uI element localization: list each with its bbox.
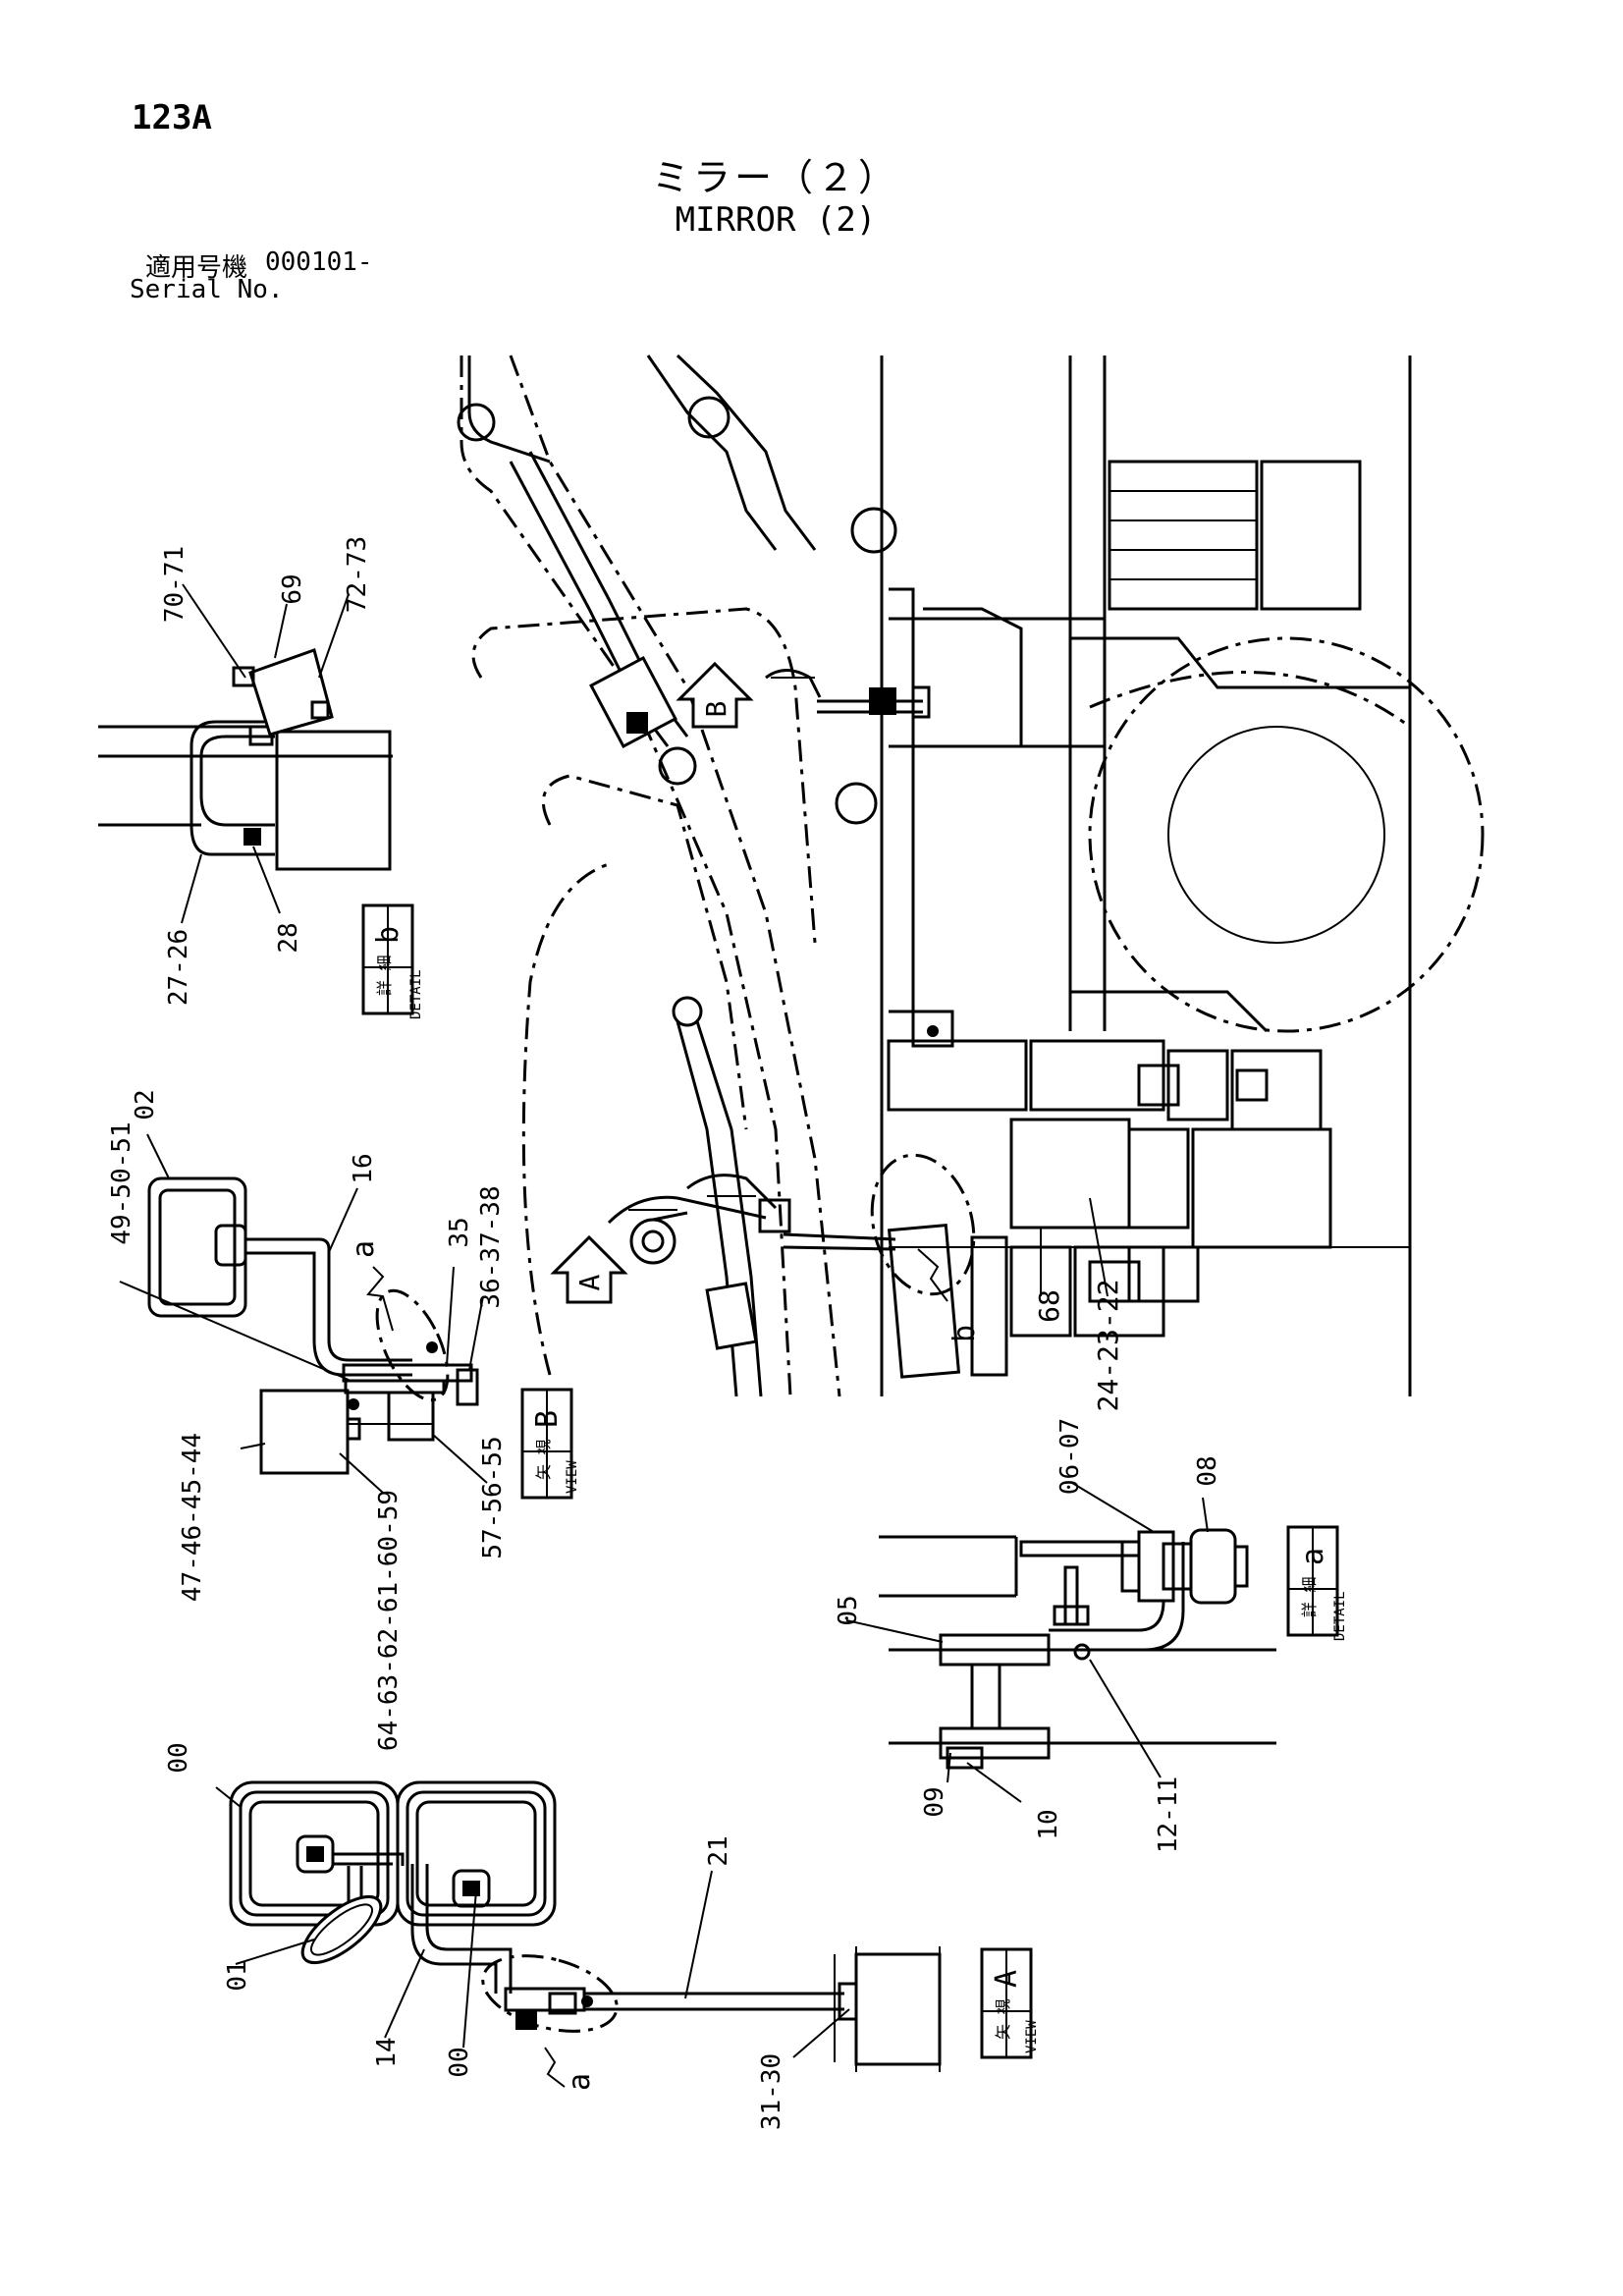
leader-14 — [384, 1948, 425, 2039]
callout-08: 08 — [1193, 1455, 1222, 1486]
page-title-jp: ミラー（２） — [651, 156, 899, 199]
callout-69: 69 — [278, 574, 307, 604]
leader-27-26 — [181, 853, 202, 924]
callout-36-37-38: 36-37-38 — [476, 1185, 506, 1308]
leader-b-main-letter: b — [947, 1325, 982, 1342]
callout-16: 16 — [349, 1153, 378, 1183]
leader-47-46-45-44 — [240, 1443, 266, 1449]
view-a-en: VIEW — [1024, 2020, 1040, 2053]
detail-a-jp: 詳 細 — [1300, 1576, 1319, 1617]
leader-08 — [1202, 1497, 1209, 1533]
callout-49-50-51: 49-50-51 — [107, 1121, 136, 1244]
label-box-view-a: 矢 視 VIEW A — [980, 1947, 1040, 2059]
detail-a-drawing — [879, 1528, 1276, 1770]
view-b-en: VIEW — [565, 1460, 580, 1494]
detail-b-jp: 詳 細 — [375, 955, 394, 996]
leader-line-b — [917, 1248, 948, 1302]
view-b-drawing — [147, 1176, 479, 1475]
leader-09 — [947, 1752, 951, 1783]
callout-14: 14 — [372, 2037, 402, 2067]
view-arrow-b: B — [676, 661, 754, 729]
view-a-jp: 矢 視 — [994, 1998, 1012, 2040]
leader-24-23-22 — [1089, 1197, 1109, 1297]
leader-35 — [446, 1266, 455, 1366]
serial-label-en: Serial No. — [130, 275, 284, 304]
leader-a-view-letter: a — [563, 2073, 597, 2091]
callout-28: 28 — [274, 922, 303, 953]
callout-35: 35 — [445, 1217, 474, 1247]
leader-31-30 — [792, 2008, 850, 2058]
label-box-detail-b: 詳 細 DETAIL b — [361, 903, 424, 1019]
callout-00-bottom: 00 — [445, 2047, 474, 2077]
leader-64-59 — [339, 1452, 384, 1494]
callout-68: 68 — [1033, 1289, 1065, 1323]
leader-28 — [252, 846, 281, 914]
label-box-view-b: 矢 視 VIEW B — [520, 1388, 580, 1500]
callout-24-23-22: 24-23-22 — [1092, 1280, 1124, 1412]
detail-b-en: DETAIL — [408, 969, 424, 1019]
page-number: 123A — [132, 98, 212, 137]
callout-64-63-62-61-60-59: 64-63-62-61-60-59 — [374, 1490, 404, 1751]
detail-b-drawing — [98, 648, 393, 871]
page-title-en: MIRROR (2) — [675, 200, 877, 240]
leader-36-37-38 — [468, 1295, 484, 1371]
callout-57-56-55: 57-56-55 — [478, 1436, 508, 1558]
leader-16 — [328, 1187, 358, 1253]
callout-10: 10 — [1034, 1809, 1063, 1839]
detail-a-en: DETAIL — [1332, 1591, 1348, 1641]
leader-01 — [235, 1939, 315, 1965]
view-b-letter: B — [530, 1410, 565, 1428]
leader-a-detail-letter: a — [347, 1240, 381, 1258]
callout-31-30: 31-30 — [757, 2053, 786, 2130]
leader-02 — [146, 1133, 170, 1179]
callout-06-07: 06-07 — [1055, 1418, 1085, 1495]
leader-72-73 — [318, 593, 350, 679]
leader-06-07 — [1071, 1482, 1155, 1533]
callout-72-73: 72-73 — [343, 536, 372, 613]
callout-12-11: 12-11 — [1154, 1777, 1183, 1853]
view-b-jp: 矢 視 — [534, 1439, 553, 1480]
leader-49-50-51 — [119, 1281, 350, 1381]
callout-47-46-45-44: 47-46-45-44 — [178, 1433, 207, 1602]
callout-70-71: 70-71 — [160, 546, 189, 623]
callout-02: 02 — [131, 1089, 160, 1120]
serial-label-jp: 適用号機 — [145, 253, 248, 283]
callout-01: 01 — [223, 1960, 252, 1991]
leader-00-top — [215, 1786, 242, 1808]
machine-main-view — [457, 354, 1485, 1397]
callout-05: 05 — [834, 1595, 863, 1625]
leader-70-71 — [182, 583, 246, 679]
leader-10 — [966, 1762, 1022, 1803]
callout-09: 09 — [920, 1786, 949, 1817]
serial-number: 000101- — [265, 247, 373, 277]
leader-00-bottom — [462, 1889, 477, 2049]
arrow-a-letter: A — [573, 1274, 606, 1290]
callout-21: 21 — [704, 1835, 733, 1866]
detail-b-letter: b — [371, 926, 406, 944]
arrow-b-letter: B — [700, 701, 732, 718]
leader-57-56-55 — [431, 1433, 488, 1484]
leader-21 — [684, 1870, 713, 1999]
label-box-detail-a: 詳 細 DETAIL a — [1286, 1525, 1348, 1641]
view-arrow-a: A — [550, 1234, 628, 1304]
leader-69 — [274, 603, 288, 659]
view-a-letter: A — [990, 1970, 1024, 1988]
view-a-drawing — [229, 1780, 942, 2088]
callout-27-26: 27-26 — [164, 929, 193, 1006]
leader-05 — [845, 1619, 944, 1643]
detail-a-letter: a — [1296, 1548, 1330, 1565]
callout-00-top: 00 — [164, 1742, 193, 1773]
leader-12-11 — [1089, 1659, 1162, 1778]
